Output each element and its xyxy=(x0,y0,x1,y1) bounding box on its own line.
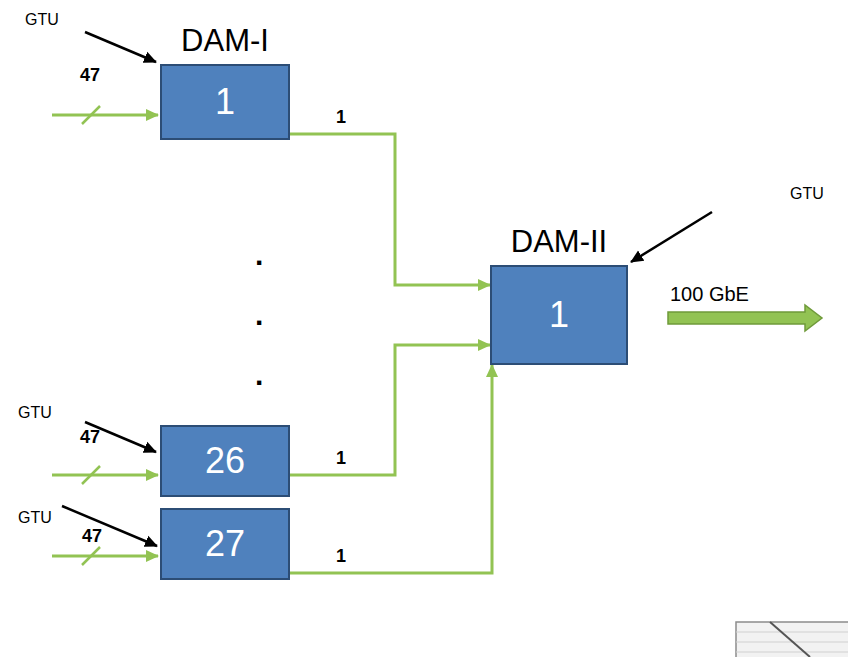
box-number: 27 xyxy=(205,526,245,562)
ellipsis-dot: . xyxy=(255,240,263,270)
bus-width: 47 xyxy=(80,428,100,446)
input-bus xyxy=(52,555,158,558)
signal-name: GTU xyxy=(25,12,59,28)
gtu-arrow xyxy=(62,506,157,546)
bus-width: 47 xyxy=(82,527,102,545)
ellipsis-dot: . xyxy=(255,300,263,330)
signal-name: GTU xyxy=(790,186,824,202)
link-connector xyxy=(290,365,492,573)
link-count: 1 xyxy=(336,449,346,467)
ellipsis-dot: . xyxy=(255,360,263,390)
group-heading: DAM-I xyxy=(181,25,269,56)
input-bus xyxy=(52,474,158,477)
link-speed: 100 GbE xyxy=(670,284,749,304)
output-arrow xyxy=(668,305,822,331)
process-box: 26 xyxy=(160,425,290,497)
process-box: DAM-I1 xyxy=(160,64,290,140)
input-bus xyxy=(52,114,158,117)
bus-slash xyxy=(82,106,100,124)
link-connector xyxy=(290,134,490,285)
bus-width: 47 xyxy=(80,66,100,84)
link-count: 1 xyxy=(336,547,346,565)
box-number: 1 xyxy=(215,84,235,120)
process-box: DAM-II1 xyxy=(490,265,628,365)
link-count: 1 xyxy=(336,108,346,126)
box-number: 26 xyxy=(205,443,245,479)
process-box: 27 xyxy=(160,508,290,580)
signal-name: GTU xyxy=(18,405,52,421)
gtu-arrow xyxy=(85,32,156,62)
gtu-arrow xyxy=(631,212,712,262)
box-number: 1 xyxy=(549,297,569,333)
group-heading: DAM-II xyxy=(511,226,607,257)
bus-slash xyxy=(82,466,100,484)
signal-name: GTU xyxy=(18,510,52,526)
bus-slash xyxy=(82,547,100,565)
link-connector xyxy=(290,345,490,475)
logo xyxy=(736,622,848,657)
